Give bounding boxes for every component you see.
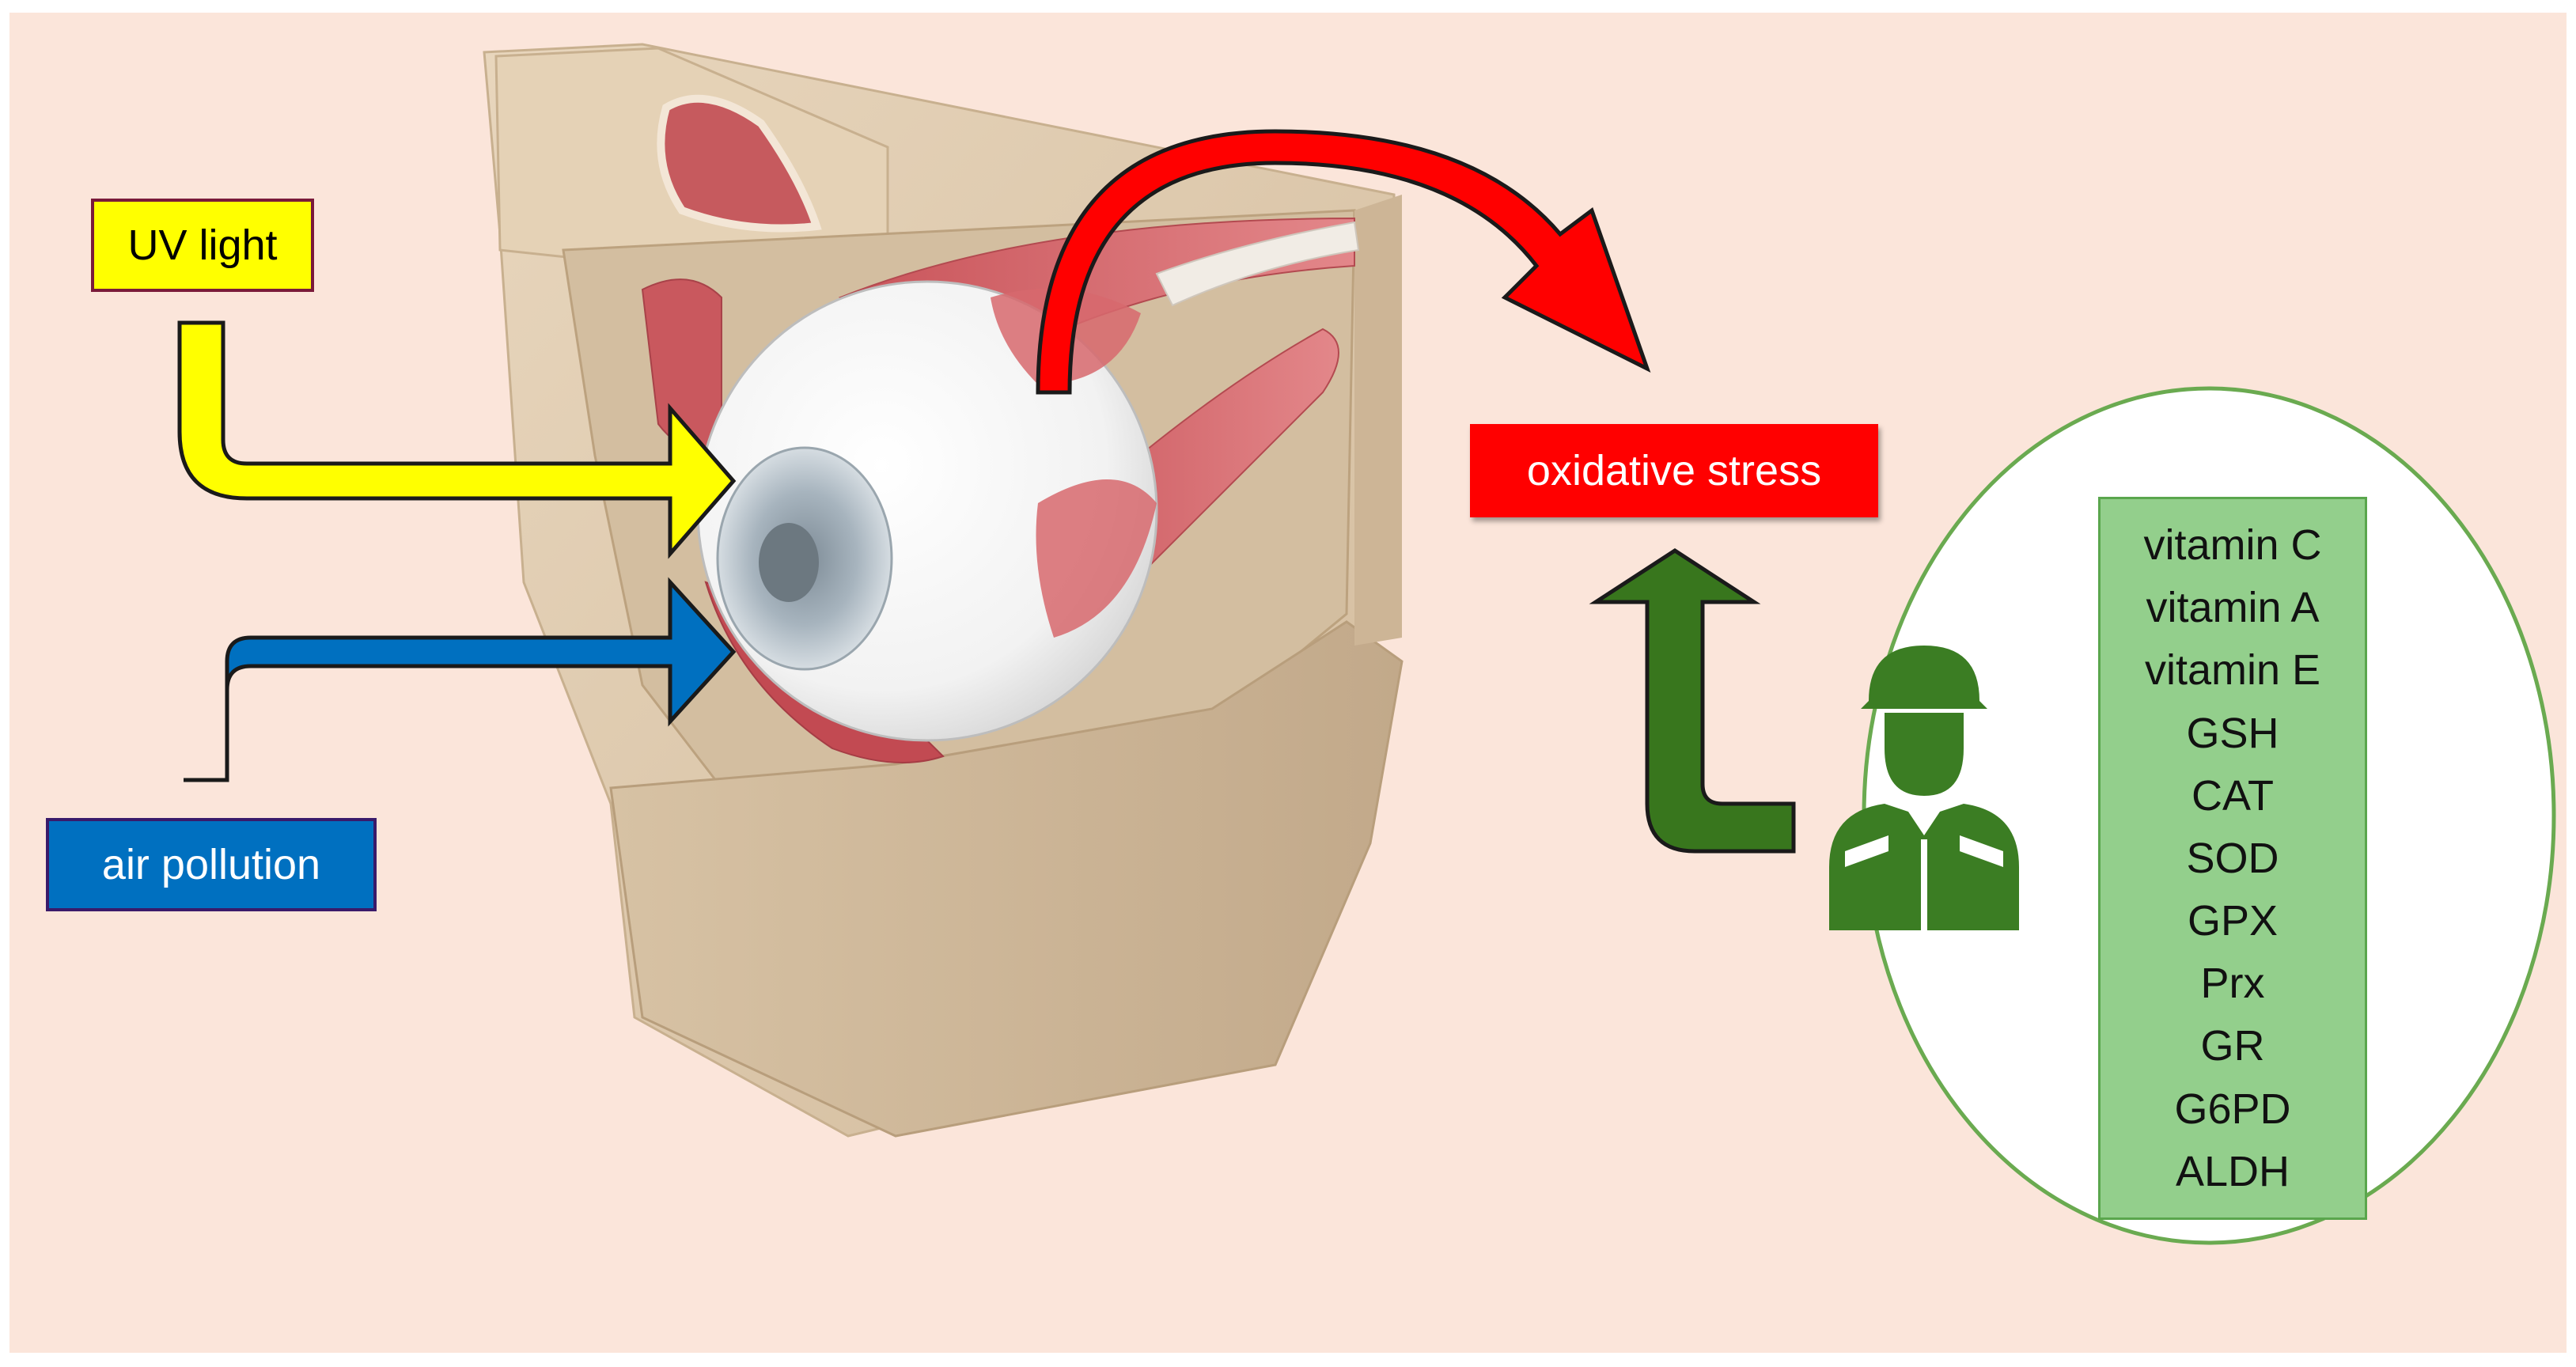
uv-light-label: UV light <box>91 199 314 292</box>
oxidative-stress-arrow <box>1036 129 1651 395</box>
antioxidant-item: Prx <box>2200 960 2265 1008</box>
air-pollution-arrow <box>184 577 737 782</box>
antioxidant-item: ALDH <box>2175 1147 2290 1195</box>
antioxidant-item: vitamin E <box>2144 646 2321 695</box>
soldier-icon <box>1829 646 2019 930</box>
diagram-graphics <box>177 43 2556 1245</box>
antioxidant-item: SOD <box>2186 834 2279 882</box>
diagram-canvas: UV light air pollution oxidative stress … <box>9 13 2567 1353</box>
air-pollution-label: air pollution <box>46 818 377 911</box>
antioxidant-item: CAT <box>2191 771 2274 820</box>
oxidative-stress-label: oxidative stress <box>1470 424 1878 517</box>
defense-arrow <box>1589 548 1796 854</box>
antioxidant-item: vitamin A <box>2146 584 2320 632</box>
antioxidant-item: GR <box>2200 1022 2265 1070</box>
antioxidant-list: vitamin C vitamin A vitamin E GSH CAT SOD GPX P… <box>2098 497 2367 1220</box>
uv-arrow <box>177 320 737 559</box>
antioxidant-item: GPX <box>2187 897 2279 945</box>
antioxidant-item: G6PD <box>2174 1085 2291 1133</box>
antioxidant-item: GSH <box>2186 709 2279 757</box>
eye-orbit-illustration <box>483 43 1404 1138</box>
antioxidant-item: vitamin C <box>2143 521 2322 570</box>
